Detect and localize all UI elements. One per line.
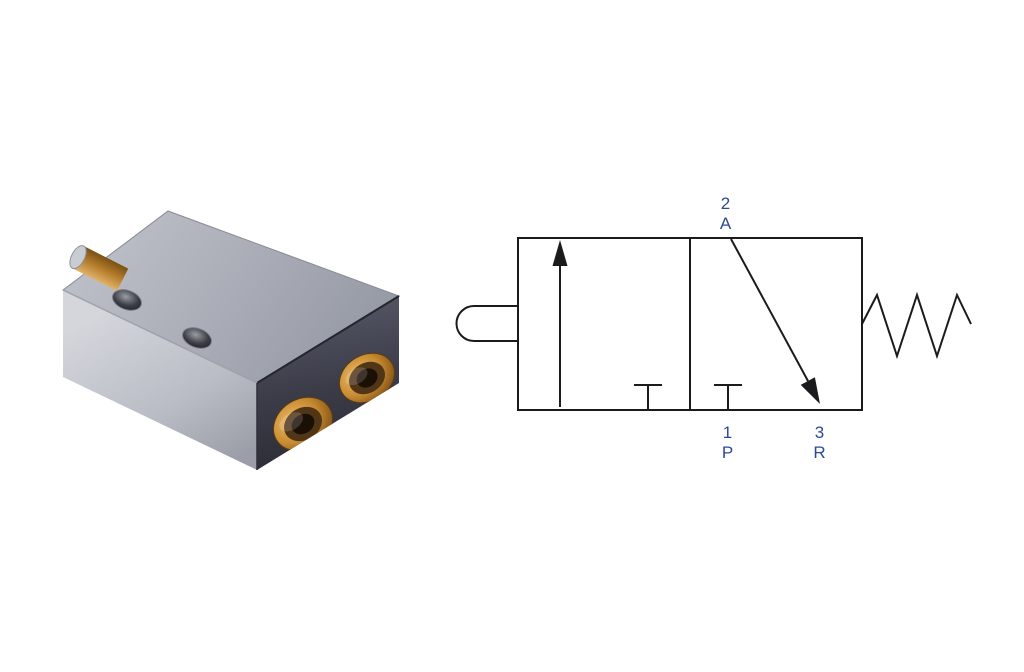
plunger-cap — [69, 245, 87, 270]
flow-arrow-head — [552, 240, 568, 266]
port-p-letter-label: P — [722, 443, 734, 462]
transfer-path-shaft — [730, 238, 809, 382]
edge-top-front — [256, 295, 400, 384]
top-hole-left — [112, 289, 142, 311]
schematic-lines — [455, 237, 972, 411]
port-bore — [356, 368, 378, 388]
transfer-path-arrow-head — [800, 377, 820, 404]
port-a-letter-label: A — [720, 214, 732, 233]
port-labels: 2 A 1 P 3 R — [720, 194, 826, 462]
front-face-fittings — [273, 352, 395, 452]
port-highlight — [279, 412, 303, 432]
valve-side-face — [63, 290, 257, 470]
product-render — [62, 210, 401, 470]
schematic-arrowheads — [552, 240, 820, 404]
port-2-number-label: 2 — [721, 194, 731, 213]
plunger-body — [72, 245, 129, 291]
plunger-actuator-symbol — [455, 305, 518, 342]
top-hole-right — [182, 327, 212, 349]
brass-port-upper — [339, 352, 395, 404]
edge-top-side — [62, 289, 258, 384]
spring-return-symbol — [861, 291, 972, 360]
valve-schematic: 2 A 1 P 3 R — [455, 194, 972, 462]
plunger-pin — [69, 245, 129, 291]
port-3-number-label: 3 — [815, 423, 825, 442]
port-bore — [291, 413, 315, 435]
port-highlight — [345, 367, 368, 386]
port-r-letter-label: R — [813, 443, 826, 462]
port-1-number-label: 1 — [723, 423, 733, 442]
